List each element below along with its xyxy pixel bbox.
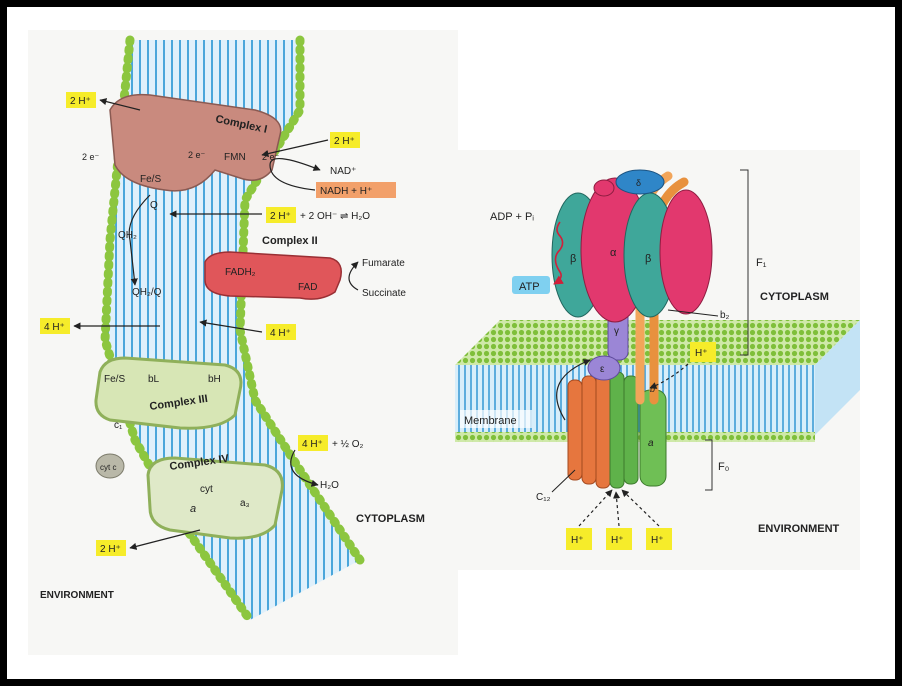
fo-label: F₀ xyxy=(718,461,729,473)
electrons-a: 2 e⁻ xyxy=(188,150,206,160)
nad-label: NAD⁺ xyxy=(330,166,356,177)
a3-label: a₃ xyxy=(240,498,250,509)
fmn-label: FMN xyxy=(224,152,246,163)
f1-label: F₁ xyxy=(756,257,767,269)
complex-ii-label: Complex II xyxy=(262,235,318,247)
b-subunit-label: b xyxy=(650,384,655,394)
proton-label-b2: H⁺ xyxy=(611,535,624,546)
proton-label-5: 4 H⁺ xyxy=(270,328,291,339)
fumarate-label: Fumarate xyxy=(362,258,405,269)
c12-label: C₁₂ xyxy=(536,492,551,503)
fadh2-label: FADH₂ xyxy=(225,267,256,278)
nadh-label: NADH + H⁺ xyxy=(320,186,372,197)
proton-label-1: 2 H⁺ xyxy=(70,96,91,107)
left-cytoplasm-label: CYTOPLASM xyxy=(356,513,425,525)
q-label: Q xyxy=(150,200,158,211)
oxygen-label: + ½ O₂ xyxy=(332,439,364,450)
membrane-label: Membrane xyxy=(464,415,517,427)
proton-label-2: 2 H⁺ xyxy=(334,136,355,147)
qh2q-label: QH₂/Q xyxy=(132,287,162,298)
alpha-label: α xyxy=(610,247,617,259)
qh2-label: QH₂ xyxy=(118,230,137,241)
b2-label: b₂ xyxy=(720,310,730,321)
complex-iii xyxy=(96,358,241,428)
proton-label-top: H⁺ xyxy=(695,348,708,359)
water-label: H₂O xyxy=(320,480,339,491)
epsilon-label: ε xyxy=(600,364,605,375)
electron-transport-panel: Complex I FMN Fe/S 2 e⁻ 2 e⁻ 2 e⁻ 2 H⁺ 2… xyxy=(28,30,458,655)
a-label: a xyxy=(190,503,196,515)
electrons-c: 2 e⁻ xyxy=(82,152,100,162)
succinate-label: Succinate xyxy=(362,288,406,299)
fes-label-3: Fe/S xyxy=(104,374,125,385)
proton-label-3: 2 H⁺ xyxy=(270,211,291,222)
beta-label-1: β xyxy=(570,253,576,265)
right-environment-label: ENVIRONMENT xyxy=(758,523,840,535)
cyt-c-label: cyt c xyxy=(100,463,116,472)
fes-label-1: Fe/S xyxy=(140,174,161,185)
gamma-label: γ xyxy=(614,326,619,337)
bl-label: bL xyxy=(148,374,160,385)
bh-label: bH xyxy=(208,374,221,385)
atp-synthase-panel: Membrane a b γ ε δ α xyxy=(450,150,860,570)
right-cytoplasm-label: CYTOPLASM xyxy=(760,291,829,303)
proton-label-6: 4 H⁺ xyxy=(302,439,323,450)
proton-label-b1: H⁺ xyxy=(571,535,584,546)
a-subunit-label: a xyxy=(648,438,654,449)
fad-label: FAD xyxy=(298,282,317,293)
adp-label: ADP + Pᵢ xyxy=(490,211,534,223)
beta-label-2: β xyxy=(645,253,651,265)
complex-iv xyxy=(148,458,282,538)
proton-label-7: 2 H⁺ xyxy=(100,544,121,555)
f1-head xyxy=(552,170,712,322)
cyt-a-label: cyt xyxy=(200,484,213,495)
proton-label-b3: H⁺ xyxy=(651,535,664,546)
delta-label: δ xyxy=(636,178,641,188)
left-environment-label: ENVIRONMENT xyxy=(40,590,114,601)
c1-label: c₁ xyxy=(114,420,123,431)
atp-label: ATP xyxy=(519,281,540,293)
c-ring xyxy=(568,372,638,488)
proton-label-4: 4 H⁺ xyxy=(44,322,65,333)
water-equation: + 2 OH⁻ ⇌ H₂O xyxy=(300,211,370,222)
